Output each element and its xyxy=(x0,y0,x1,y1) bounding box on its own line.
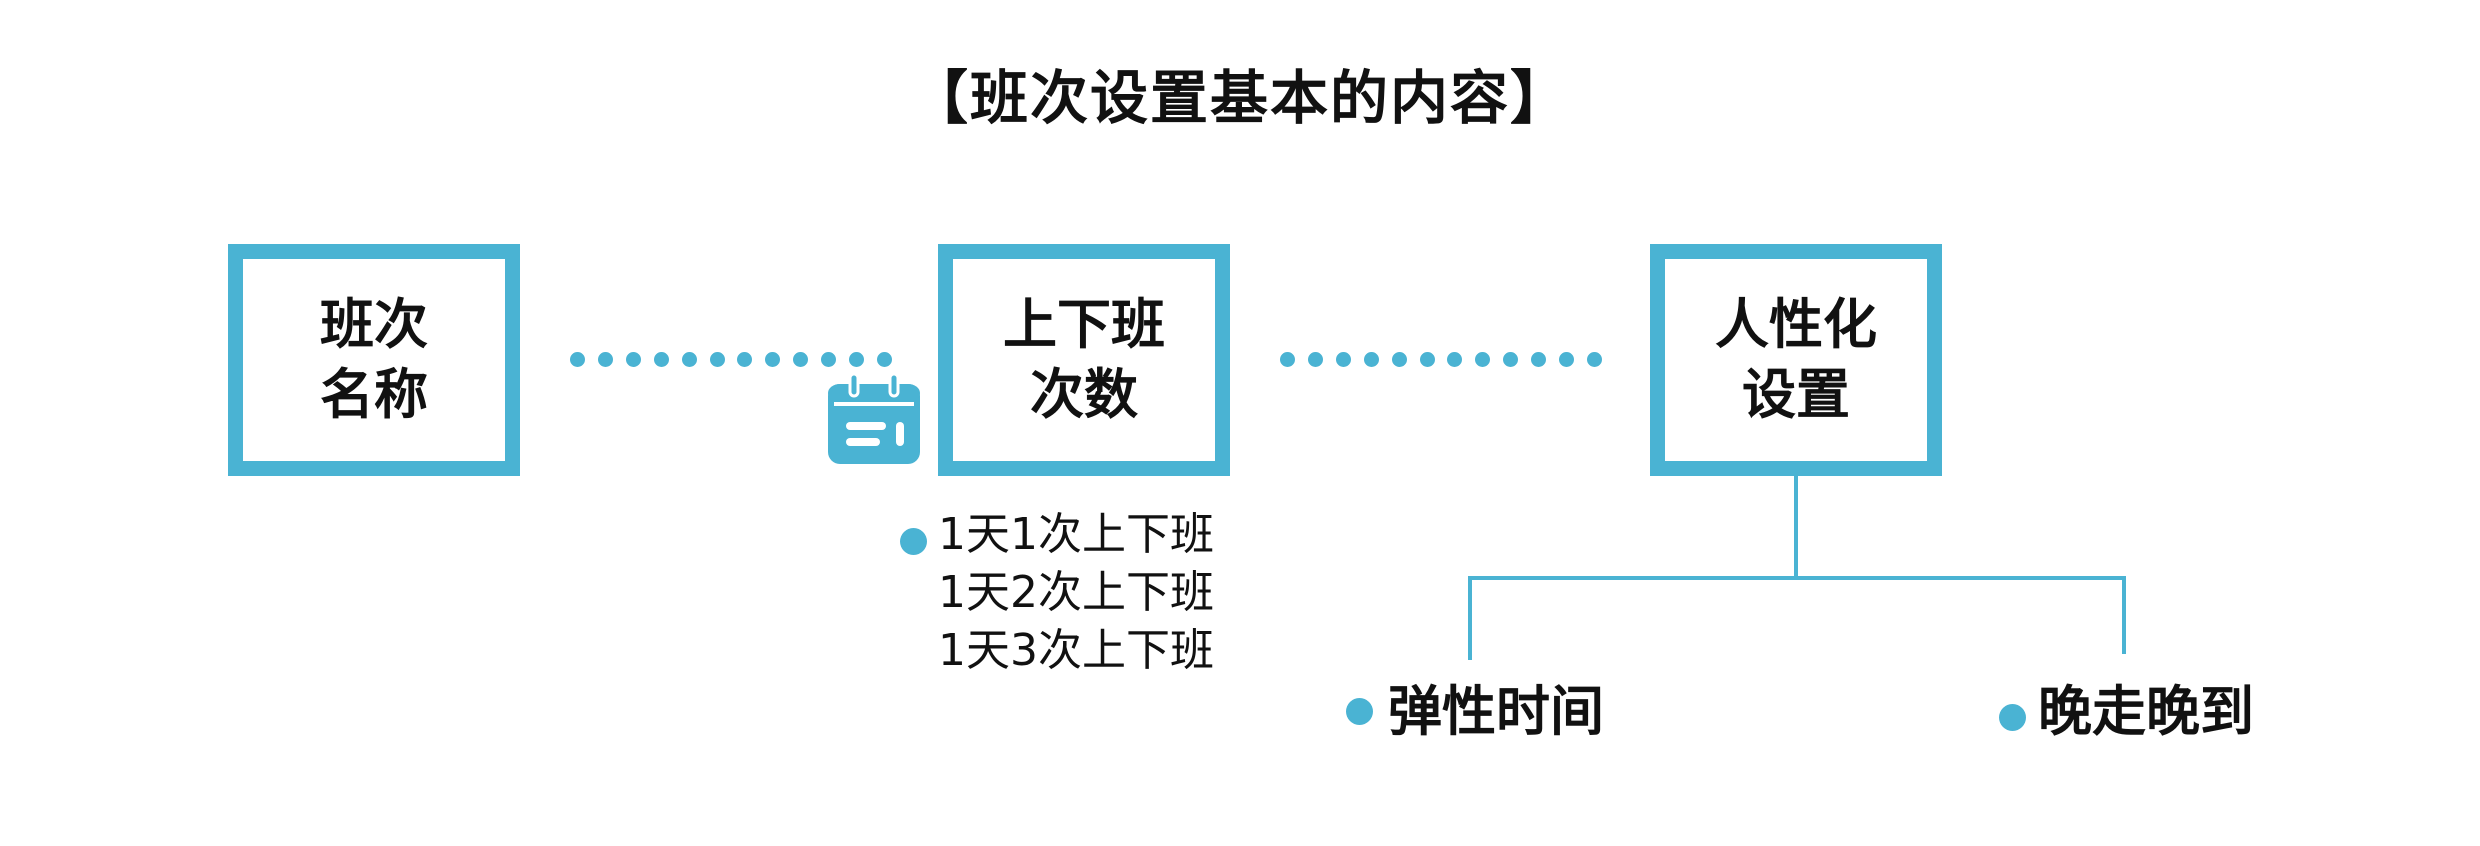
shift-count-options: 1天1次上下班 1天2次上下班 1天3次上下班 xyxy=(938,506,1214,680)
shift-name-box: 班次 名称 xyxy=(228,244,520,476)
shift-option: 1天1次上下班 xyxy=(938,509,1214,560)
leaf-bullet-2 xyxy=(1999,704,2026,731)
shift-name-label: 班次 名称 xyxy=(320,293,428,426)
shift-count-box: 上下班 次数 xyxy=(938,244,1230,476)
shift-option: 1天2次上下班 xyxy=(938,567,1214,618)
personalization-label: 人性化 设置 xyxy=(1715,293,1877,426)
personalization-box: 人性化 设置 xyxy=(1650,244,1942,476)
dotted-connector-2 xyxy=(1280,352,1602,368)
calendar-icon xyxy=(828,374,920,464)
shift-options-bullet xyxy=(900,528,927,555)
shift-option: 1天3次上下班 xyxy=(938,625,1214,676)
leaf-bullet-1 xyxy=(1346,698,1373,725)
flexible-time-item: 弹性时间 xyxy=(1388,680,1604,743)
shift-count-label: 上下班 次数 xyxy=(1003,293,1165,426)
diagram-title: 【班次设置基本的内容】 xyxy=(909,64,1570,132)
late-leave-late-arrive-item: 晚走晚到 xyxy=(2038,680,2254,743)
dotted-connector-1 xyxy=(570,352,892,368)
